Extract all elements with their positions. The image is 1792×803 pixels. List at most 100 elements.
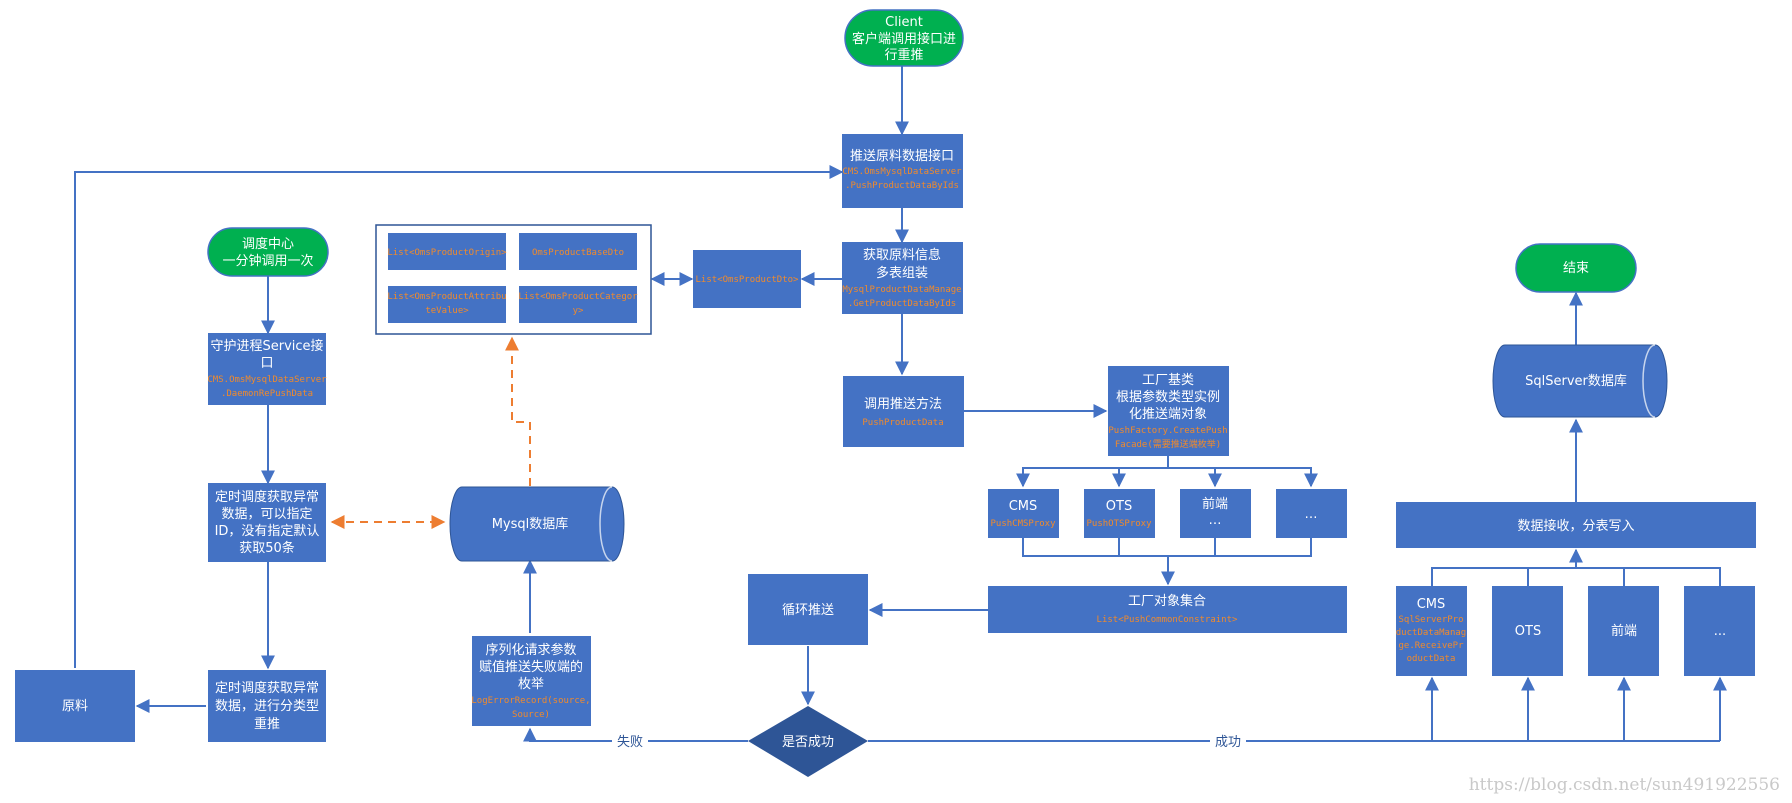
svg-text:.PushProductDataByIds: .PushProductDataByIds bbox=[845, 181, 959, 191]
svg-text:数据，进行分类型: 数据，进行分类型 bbox=[215, 699, 319, 714]
svg-text:工厂基类: 工厂基类 bbox=[1142, 373, 1194, 388]
svg-text:一分钟调用一次: 一分钟调用一次 bbox=[222, 253, 313, 269]
svg-text:Source): Source) bbox=[512, 710, 550, 720]
svg-text:List<OmsProductOrigin>: List<OmsProductOrigin> bbox=[387, 248, 507, 258]
client-title: Client bbox=[885, 15, 923, 30]
recv-cms-box: CMS SqlServerPro ductDataManag ge.Receiv… bbox=[1396, 586, 1467, 676]
svg-text:PushCMSProxy: PushCMSProxy bbox=[990, 519, 1056, 529]
dto-group: List<OmsProductOrigin> OmsProductBaseDto… bbox=[375, 224, 652, 335]
sqlserver-database: SqlServer数据库 bbox=[1492, 344, 1668, 418]
svg-text:枚举: 枚举 bbox=[518, 677, 544, 692]
list-dto-box: List<OmsProductDto> bbox=[693, 250, 801, 308]
svg-text:前端: 前端 bbox=[1611, 623, 1637, 639]
svg-text:数据，可以指定: 数据，可以指定 bbox=[221, 507, 312, 522]
call-push-box: 调用推送方法 PushProductData bbox=[843, 376, 964, 447]
timer-fetch-box: 定时调度获取异常 数据，可以指定 ID，没有指定默认 获取50条 bbox=[208, 483, 326, 562]
svg-text:客户端调用接口进: 客户端调用接口进 bbox=[852, 31, 956, 47]
svg-text:工厂对象集合: 工厂对象集合 bbox=[1128, 593, 1206, 609]
svg-text:Mysql数据库: Mysql数据库 bbox=[492, 516, 569, 532]
recv-ots-box: OTS bbox=[1492, 586, 1563, 676]
client-terminal: Client 客户端调用接口进 行重推 bbox=[844, 9, 964, 67]
svg-text:List<OmsProductCategor: List<OmsProductCategor bbox=[518, 292, 638, 302]
svg-text:守护进程Service接: 守护进程Service接 bbox=[210, 338, 323, 354]
svg-text:teValue>: teValue> bbox=[425, 306, 469, 316]
svg-text:…: … bbox=[1305, 507, 1318, 522]
svg-text:循环推送: 循环推送 bbox=[782, 603, 834, 618]
svg-text:CMS.OmsMysqlDataServer: CMS.OmsMysqlDataServer bbox=[842, 167, 962, 177]
svg-text:调度中心: 调度中心 bbox=[242, 236, 294, 252]
recv-more-box: ... bbox=[1684, 586, 1755, 676]
svg-text:是否成功: 是否成功 bbox=[782, 735, 834, 750]
svg-text:根据参数类型实例: 根据参数类型实例 bbox=[1116, 389, 1220, 405]
recv-front-box: 前端 bbox=[1588, 586, 1659, 676]
svg-text:Facade(需要推送端枚举): Facade(需要推送端枚举) bbox=[1115, 438, 1221, 450]
push-api-box: 推送原料数据接口 CMS.OmsMysqlDataServer .PushPro… bbox=[842, 134, 963, 208]
svg-text:CMS: CMS bbox=[1009, 499, 1038, 514]
svg-text:.DaemonRePushData: .DaemonRePushData bbox=[221, 389, 313, 399]
svg-text:PushProductData: PushProductData bbox=[862, 418, 943, 428]
svg-text:OTS: OTS bbox=[1106, 499, 1132, 514]
svg-text:OTS: OTS bbox=[1515, 624, 1541, 639]
svg-text:原料: 原料 bbox=[62, 699, 88, 714]
daemon-box: 守护进程Service接 口 CMS.OmsMysqlDataServer .D… bbox=[207, 333, 327, 405]
svg-text:MysqlProductDataManage: MysqlProductDataManage bbox=[842, 285, 961, 295]
mysql-database: Mysql数据库 bbox=[449, 486, 625, 562]
svg-text:推送原料数据接口: 推送原料数据接口 bbox=[850, 148, 954, 164]
receive-box: 数据接收，分表写入 bbox=[1396, 502, 1756, 548]
proxy-front-box: 前端 … bbox=[1180, 489, 1251, 538]
watermark-text: https://blog.csdn.net/sun491922556 bbox=[1469, 775, 1780, 795]
svg-text:ductDataManag: ductDataManag bbox=[1396, 628, 1466, 638]
svg-text:ge.ReceivePr: ge.ReceivePr bbox=[1398, 641, 1464, 651]
svg-text:获取原料信息: 获取原料信息 bbox=[863, 247, 941, 263]
svg-text:调用推送方法: 调用推送方法 bbox=[864, 396, 942, 412]
factory-box: 工厂基类 根据参数类型实例 化推送端对象 PushFactory.CreateP… bbox=[1108, 366, 1229, 456]
edge-fail bbox=[523, 727, 748, 742]
svg-text:LogErrorRecord(source,: LogErrorRecord(source, bbox=[471, 696, 590, 706]
success-decision: 是否成功 bbox=[748, 706, 868, 777]
svg-text:SqlServerPro: SqlServerPro bbox=[1398, 615, 1463, 625]
raw-box: 原料 bbox=[15, 670, 135, 742]
factory-set-box: 工厂对象集合 List<PushCommonConstraint> bbox=[988, 586, 1347, 633]
svg-text:多表组装: 多表组装 bbox=[876, 265, 928, 281]
svg-text:CMS.OmsMysqlDataServer: CMS.OmsMysqlDataServer bbox=[207, 375, 327, 385]
svg-text:List<OmsProductAttribu: List<OmsProductAttribu bbox=[387, 292, 506, 302]
fetch-data-box: 获取原料信息 多表组装 MysqlProductDataManage .GetP… bbox=[842, 242, 963, 314]
svg-text:定时调度获取异常: 定时调度获取异常 bbox=[215, 680, 319, 696]
svg-text:重推: 重推 bbox=[254, 716, 280, 732]
svg-text:List<PushCommonConstraint>: List<PushCommonConstraint> bbox=[1097, 615, 1238, 625]
serialize-box: 序列化请求参数 赋值推送失败端的 枚举 LogErrorRecord(sourc… bbox=[471, 636, 591, 726]
edge-raw-push bbox=[74, 165, 844, 668]
svg-text:行重推: 行重推 bbox=[884, 47, 923, 63]
svg-text:PushFactory.CreatePush: PushFactory.CreatePush bbox=[1108, 426, 1227, 436]
dashed-connectors bbox=[330, 336, 531, 529]
svg-text:PushOTSProxy: PushOTSProxy bbox=[1086, 519, 1152, 529]
svg-text:数据接收，分表写入: 数据接收，分表写入 bbox=[1517, 518, 1634, 534]
svg-text:y>: y> bbox=[573, 306, 584, 316]
end-terminal: 结束 bbox=[1515, 243, 1637, 293]
svg-text:序列化请求参数: 序列化请求参数 bbox=[485, 642, 576, 658]
svg-text:…: … bbox=[1209, 513, 1222, 528]
scheduler-terminal: 调度中心 一分钟调用一次 bbox=[207, 227, 329, 277]
svg-text:SqlServer数据库: SqlServer数据库 bbox=[1525, 373, 1627, 389]
svg-text:...: ... bbox=[1714, 624, 1726, 639]
svg-text:ID，没有指定默认: ID，没有指定默认 bbox=[215, 523, 320, 539]
svg-text:赋值推送失败端的: 赋值推送失败端的 bbox=[479, 659, 583, 675]
svg-text:OmsProductBaseDto: OmsProductBaseDto bbox=[532, 248, 624, 258]
fail-label: 失败 bbox=[617, 735, 643, 750]
loop-push-box: 循环推送 bbox=[748, 574, 868, 645]
proxy-cms-box: CMS PushCMSProxy bbox=[988, 489, 1059, 538]
svg-text:化推送端对象: 化推送端对象 bbox=[1129, 407, 1207, 422]
svg-text:获取50条: 获取50条 bbox=[239, 540, 295, 556]
success-label: 成功 bbox=[1215, 735, 1241, 750]
svg-text:.GetProductDataByIds: .GetProductDataByIds bbox=[848, 299, 956, 309]
connectors bbox=[74, 66, 1727, 742]
svg-text:List<OmsProductDto>: List<OmsProductDto> bbox=[696, 275, 800, 285]
svg-text:前端: 前端 bbox=[1202, 496, 1228, 512]
svg-text:口: 口 bbox=[260, 356, 273, 371]
proxy-ots-box: OTS PushOTSProxy bbox=[1084, 489, 1155, 538]
svg-text:oductData: oductData bbox=[1407, 654, 1456, 664]
svg-text:定时调度获取异常: 定时调度获取异常 bbox=[215, 489, 319, 505]
timer-push-box: 定时调度获取异常 数据，进行分类型 重推 bbox=[208, 670, 326, 742]
svg-text:结束: 结束 bbox=[1563, 261, 1589, 276]
